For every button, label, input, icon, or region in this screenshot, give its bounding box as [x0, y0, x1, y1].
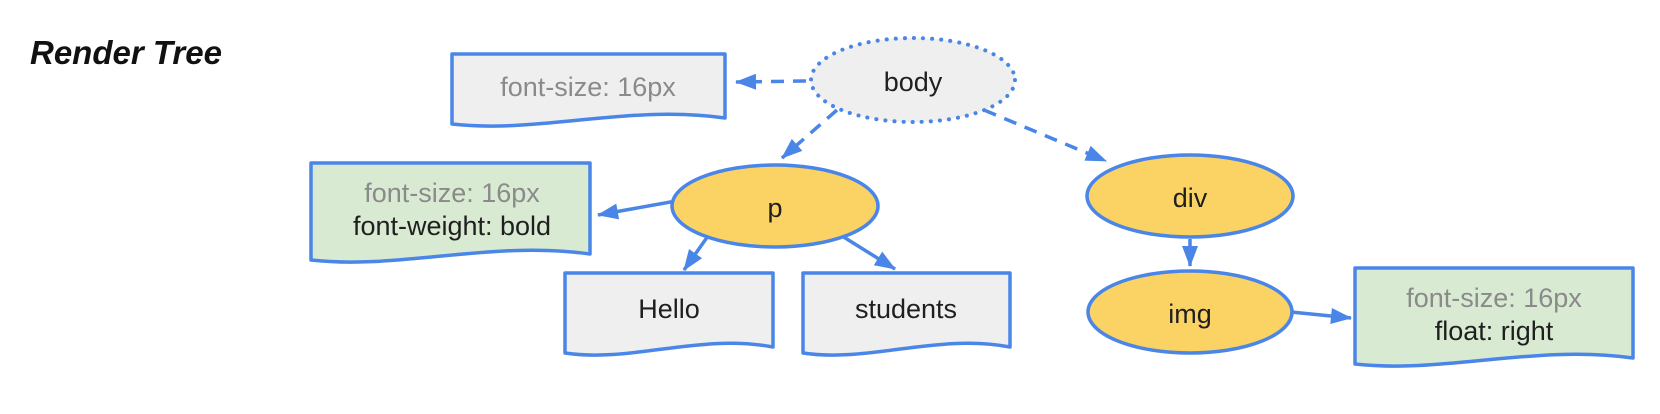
arrow-body-to-div [983, 108, 1107, 163]
p-node-label: p [767, 193, 782, 223]
students-text-node-label: students [855, 294, 957, 324]
hello-text-node-label: Hello [638, 294, 700, 324]
students-text-node-shape [801, 271, 1012, 357]
body-style-note-shape [450, 52, 727, 128]
img-node-label: img [1168, 299, 1212, 329]
div-node [1085, 153, 1295, 239]
p-style-note-line2: font-weight: bold [353, 211, 551, 241]
img-style-note-line2: float: right [1435, 316, 1554, 346]
hello-text-node-shape [563, 271, 775, 357]
page-title: Render Tree [30, 34, 222, 71]
arrow-p-to-hello [682, 234, 710, 272]
arrow-p-to-style-note [597, 199, 677, 220]
img-node [1086, 269, 1294, 355]
img-style-note-line1: font-size: 16px [1406, 283, 1582, 313]
arrow-body-to-style-note [735, 73, 807, 90]
arrow-img-to-style-note [1290, 308, 1352, 324]
img-style-note-shape [1353, 266, 1635, 368]
body-node-label: body [884, 67, 943, 97]
arrow-body-to-p [780, 108, 839, 160]
p-node [670, 163, 880, 249]
div-node-label: div [1173, 183, 1208, 213]
body-style-note-text: font-size: 16px [500, 72, 676, 102]
arrow-p-to-students [841, 234, 896, 271]
body-node [809, 36, 1017, 124]
p-style-note-shape [309, 161, 592, 264]
p-style-note-line1: font-size: 16px [364, 178, 540, 208]
